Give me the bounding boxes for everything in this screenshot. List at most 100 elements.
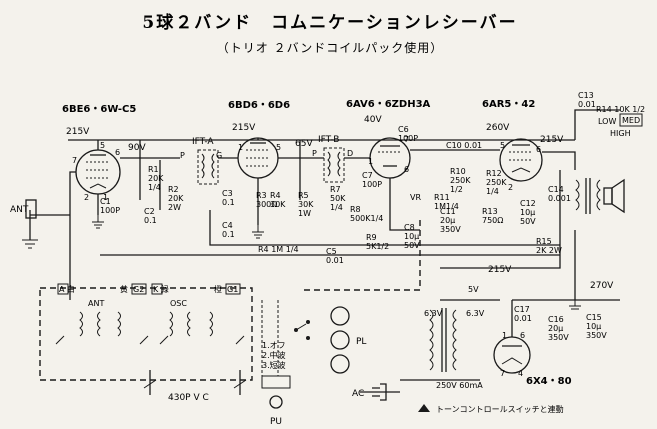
coil-osc-label: OSC <box>170 299 187 308</box>
switch-legend-3: 3.短波 <box>262 360 286 370</box>
vr-label: VR <box>410 193 421 202</box>
svg-text:6: 6 <box>520 331 525 340</box>
ac-plug-icon <box>372 383 387 401</box>
power-transformer <box>429 308 457 372</box>
svg-text:5: 5 <box>500 141 505 150</box>
ift-b-label: IFT-B <box>318 135 339 145</box>
antenna-terminal <box>25 199 37 219</box>
svg-text:4: 4 <box>518 369 523 378</box>
ift-b <box>323 147 345 183</box>
band-label-g2: G2 <box>133 285 144 294</box>
v-tube2: 215V <box>232 123 256 133</box>
vc-label: 430P V C <box>168 393 209 403</box>
tube-label-5: 6X4・80 <box>526 376 572 387</box>
rail-215v: 215V <box>488 265 512 275</box>
note-marker-icon <box>418 404 430 412</box>
pu-jack <box>269 395 283 409</box>
svg-text:G: G <box>216 151 222 160</box>
coil-ant-label: ANT <box>88 299 104 308</box>
page-subtitle: （トリオ ２バンドコイルパック使用） <box>217 40 443 55</box>
tube-6bd6 <box>237 137 279 179</box>
tone-high: HIGH <box>610 129 631 138</box>
tone-med-box <box>619 113 643 127</box>
v-tube4-screen: 215V <box>540 135 564 145</box>
tone-low: LOW <box>598 117 616 126</box>
tube-label-2: 6BD6・6D6 <box>228 100 290 111</box>
note-text: トーンコントロールスイッチと連動 <box>436 404 564 414</box>
svg-text:2: 2 <box>84 193 89 202</box>
tube-6be6 <box>75 149 121 195</box>
c10-label: C10 0.01 <box>446 141 482 150</box>
pilot-lamp-1 <box>330 306 350 326</box>
band-label-k: K 緑 <box>153 284 169 294</box>
pilot-lamp-3 <box>330 354 350 374</box>
tube-label-4: 6AR5・42 <box>482 99 535 110</box>
coil-osc <box>169 311 213 337</box>
v-tube3: 40V <box>364 115 382 125</box>
tone-med: MED <box>622 116 640 125</box>
coil-ant <box>79 311 121 337</box>
svg-text:1: 1 <box>103 193 108 202</box>
r14-label: R14 10K 1/2 <box>596 105 645 114</box>
ift-a <box>197 149 219 185</box>
svg-text:6: 6 <box>404 165 409 174</box>
switch-legend-1: 1.オフ <box>262 341 286 350</box>
band-label-yellow: 黄 <box>120 284 128 294</box>
heater-63v-1: 6.3V <box>424 309 443 318</box>
v-tube4: 260V <box>486 123 510 133</box>
svg-text:P: P <box>312 149 317 158</box>
v-tube2-plate: 65V <box>295 139 313 149</box>
hv-label: 250V 60mA <box>436 381 483 390</box>
svg-text:1: 1 <box>238 143 243 152</box>
band-label-g1: G1 <box>227 285 238 294</box>
speaker-icon <box>603 178 625 214</box>
v-tube1-plate: 90V <box>128 143 146 153</box>
r41-label: R4 1M 1/4 <box>258 245 299 254</box>
pilot-lamp-2 <box>330 330 350 350</box>
svg-text:7: 7 <box>72 156 77 165</box>
switch-legend-2: 2.中波 <box>262 350 286 360</box>
band-switch <box>294 320 310 340</box>
svg-text:7: 7 <box>500 369 505 378</box>
tube-label-3: 6AV6・6ZDH3A <box>346 99 431 110</box>
svg-text:7: 7 <box>404 135 409 144</box>
svg-text:1: 1 <box>368 157 373 166</box>
pl-label: PL <box>356 337 366 347</box>
pu-label: PU <box>270 417 282 427</box>
heater-63v-2: 6.3V <box>466 309 485 318</box>
tube-6x4 <box>493 336 531 374</box>
svg-text:D: D <box>347 149 353 158</box>
svg-text:6: 6 <box>536 145 541 154</box>
rail-270v: 270V <box>590 281 614 291</box>
page-title: 5球２バンド コムニケーションレシーバー <box>142 13 517 33</box>
ift-a-label: IFT-A <box>192 137 214 147</box>
svg-text:1: 1 <box>502 331 507 340</box>
svg-text:5: 5 <box>100 141 105 150</box>
tube-label-1: 6BE6・6W-C5 <box>62 104 136 115</box>
